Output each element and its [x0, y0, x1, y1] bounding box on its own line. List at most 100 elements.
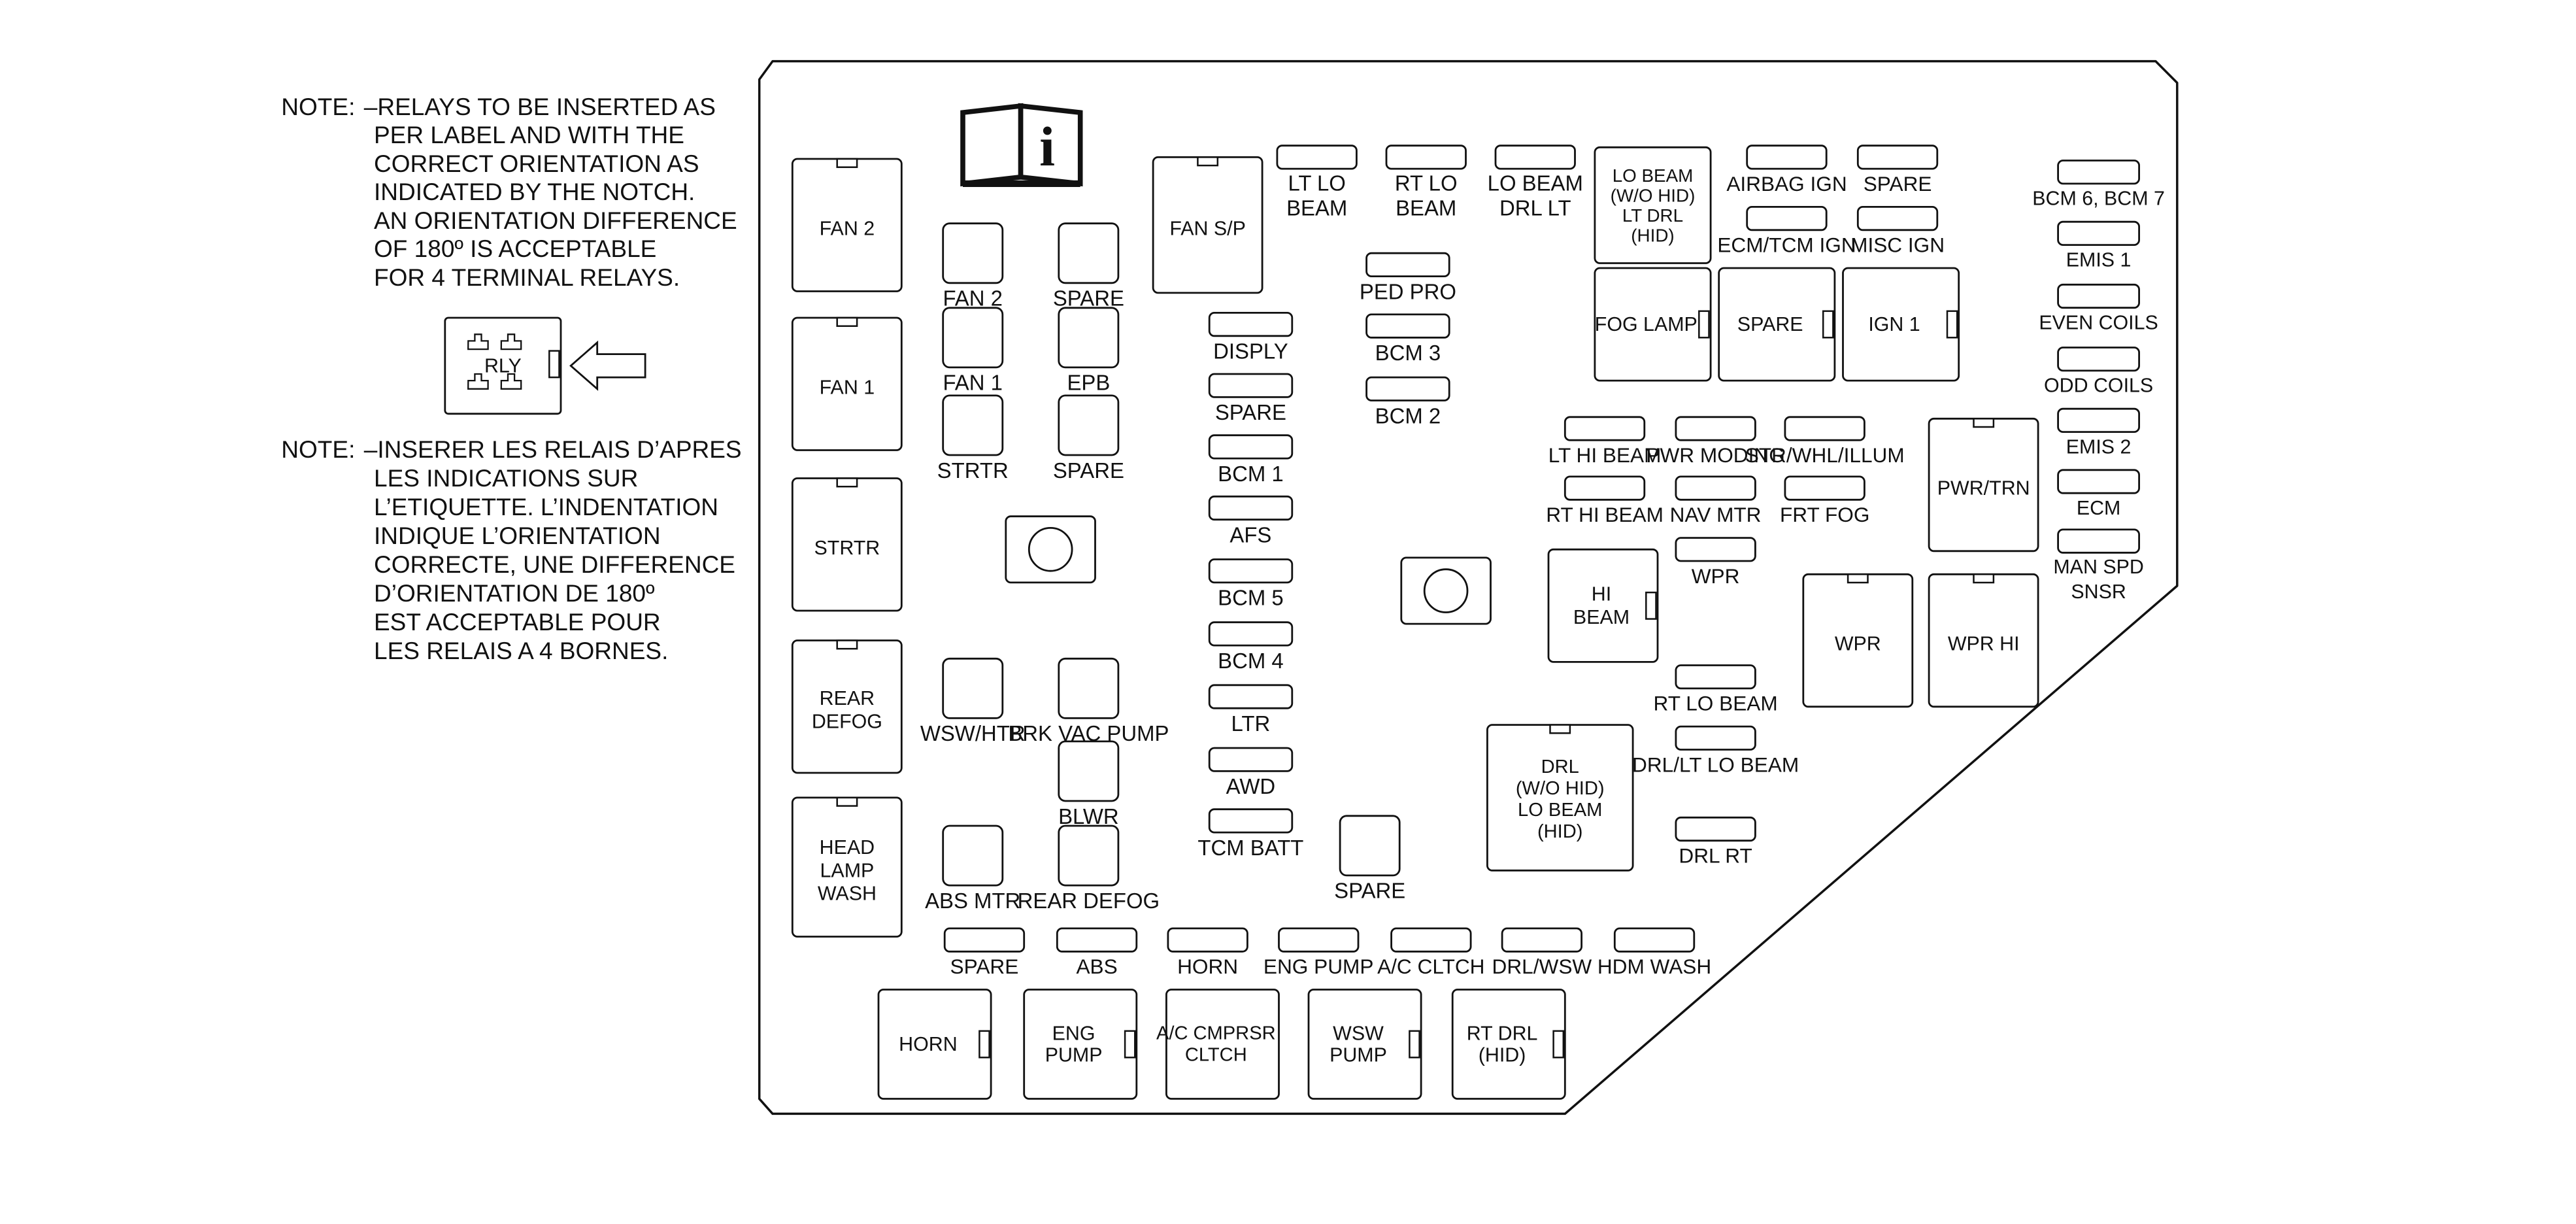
fuse-bottom-abs-label: ABS — [1076, 955, 1117, 978]
note-line: FOR 4 TERMINAL RELAYS. — [374, 264, 680, 291]
relay-head-lamp-wash-notch — [836, 796, 858, 807]
note-heading: NOTE: — [281, 93, 356, 120]
relay-fan-sp-notch — [1197, 156, 1219, 167]
fuse-airbag-ign-label: AIRBAG IGN — [1726, 172, 1847, 196]
fuse-bottom-abs — [1056, 927, 1138, 953]
fuse-afs-3 — [1208, 495, 1294, 521]
fuse-emis-2 — [2057, 407, 2141, 434]
fuse-bottom-a-c-cltch — [1390, 927, 1472, 953]
legend-terminal-icon — [467, 333, 489, 350]
legend-terminal-icon — [500, 333, 522, 350]
fuse-bcm-4-5-label: BCM 4 — [1218, 648, 1284, 672]
note-line: D’ORIENTATION DE 180º — [374, 579, 655, 607]
fuse-ecm — [2057, 469, 2141, 494]
mounting-hole-center-circle — [1423, 568, 1469, 613]
fuse-block-outline — [758, 60, 2179, 1115]
note-line: OF 180º IS ACCEPTABLE — [374, 235, 657, 263]
fuse-bcm-6-bcm-7 — [2057, 160, 2141, 185]
fuse-ped-pro — [1365, 252, 1450, 278]
fuse-rt-lo-beam — [1385, 144, 1467, 170]
fuse-bottom-spare-label: SPARE — [950, 955, 1019, 978]
mini-relay-blwr — [1058, 740, 1120, 802]
relay-drl-lo-beam-label: DRL(W/O HID)LO BEAM(HID) — [1516, 756, 1605, 842]
note-line: LES INDICATIONS SUR — [374, 464, 639, 492]
relay-wpr-notch — [1847, 573, 1869, 584]
relay-fog-lamp-label: FOG LAMP — [1595, 313, 1698, 335]
relay-fog-lamp — [1594, 267, 1712, 382]
fuse-bottom-horn-label: HORN — [1177, 955, 1238, 978]
mini-relay-abs-mtr — [942, 824, 1004, 887]
relay-fan-2-label: FAN 2 — [820, 217, 875, 239]
note-line: INDIQUE L’ORIENTATION — [374, 522, 661, 549]
mini-relay-epb-label: EPB — [1067, 370, 1110, 394]
mini-relay-strtr-label: STRTR — [937, 458, 1009, 482]
note-line: –RELAYS TO BE INSERTED AS — [363, 93, 716, 120]
fuse-str-whl-illum — [1784, 416, 1865, 441]
relay-spare-upper-notch — [1822, 310, 1834, 339]
fuse-emis-1 — [2057, 220, 2141, 246]
relay-horn-label: HORN — [899, 1033, 957, 1055]
relay-rt-drl-hid — [1451, 989, 1566, 1100]
fuse-bcm-5-4 — [1208, 558, 1294, 584]
fuse-spare-1-label: SPARE — [1215, 400, 1286, 424]
fuse-bcm-1-2-label: BCM 1 — [1218, 461, 1284, 485]
fuse-rt-lo-beam-lower-label: RT LO BEAM — [1653, 692, 1777, 715]
fuse-even-coils — [2057, 283, 2141, 309]
note-line: CORRECTE, UNE DIFFERENCE — [374, 551, 735, 578]
fuse-odd-coils — [2057, 347, 2141, 372]
fuse-man-spd-snsr — [2057, 528, 2141, 554]
fuse-tcm-batt-8 — [1208, 808, 1294, 834]
fuse-frt-fog-label: FRT FOG — [1780, 503, 1870, 526]
fuse-awd-7 — [1208, 747, 1294, 772]
fuse-lt-hi-beam-label: LT HI BEAM — [1548, 443, 1662, 467]
legend-relay-label: RLY — [484, 354, 522, 377]
fuse-wpr — [1675, 537, 1756, 562]
fuse-bottom-hdm-wash — [1613, 927, 1696, 953]
note-line: EST ACCEPTABLE POUR — [374, 608, 661, 636]
fuse-rt-hi-beam-label: RT HI BEAM — [1546, 503, 1664, 526]
relay-hi-beam-notch — [1645, 591, 1657, 620]
fuse-ecm-tcm-ign — [1746, 205, 1828, 231]
mini-relay-fan-2-label: FAN 2 — [943, 286, 1002, 310]
fuse-lo-beam-drl-lt — [1494, 144, 1576, 170]
legend-relay-notch — [548, 350, 560, 379]
fuse-spare-upper-right-label: SPARE — [1864, 172, 1932, 196]
fuse-bcm-3 — [1365, 313, 1450, 339]
mini-relay-fan-1-label: FAN 1 — [943, 370, 1002, 394]
relay-ign-1-label: IGN 1 — [1868, 313, 1920, 335]
fuse-ped-pro-label: PED PRO — [1360, 279, 1456, 303]
relay-spare-upper-label: SPARE — [1737, 313, 1803, 335]
fuse-afs-3-label: AFS — [1229, 522, 1271, 547]
fuse-ecm-label: ECM — [2077, 497, 2121, 519]
fuse-bottom-drl-wsw-label: DRL/WSW — [1492, 955, 1592, 978]
mini-relay-blwr-label: BLWR — [1058, 804, 1119, 828]
note-line: L’ETIQUETTE. L’INDENTATION — [374, 493, 718, 520]
relay-fan-sp-label: FAN S/P — [1169, 217, 1246, 239]
note-line: –INSERER LES RELAIS D’APRES — [363, 435, 742, 463]
fuse-rt-lo-beam-lower — [1675, 664, 1756, 690]
fuse-ltr-6 — [1208, 684, 1294, 709]
relay-eng-pump-notch — [1124, 1030, 1136, 1059]
arrow-left-icon — [569, 340, 646, 391]
mini-relay-spare-2-label: SPARE — [1053, 458, 1124, 482]
fuse-bottom-eng-pump-label: ENG PUMP — [1263, 955, 1374, 978]
fuse-spare-upper-right — [1856, 144, 1939, 170]
fuse-drl-rt-label: DRL RT — [1679, 844, 1752, 868]
mini-relay-fan-2 — [942, 222, 1004, 284]
relay-drl-lo-beam-notch — [1549, 724, 1571, 734]
relay-rear-defog-notch — [836, 639, 858, 650]
relay-fog-lamp-notch — [1698, 310, 1710, 339]
relay-rt-drl-hid-label: RT DRL(HID) — [1467, 1023, 1538, 1066]
relay-horn — [877, 989, 992, 1100]
relay-ign-1 — [1842, 267, 1960, 382]
mini-relay-fan-1 — [942, 307, 1004, 369]
fuse-lt-hi-beam — [1564, 416, 1646, 441]
relay-wsw-pump — [1307, 989, 1422, 1100]
fuse-awd-7-label: AWD — [1226, 774, 1276, 798]
fuse-bottom-hdm-wash-label: HDM WASH — [1597, 955, 1711, 978]
mini-relay-spare — [1058, 222, 1120, 284]
